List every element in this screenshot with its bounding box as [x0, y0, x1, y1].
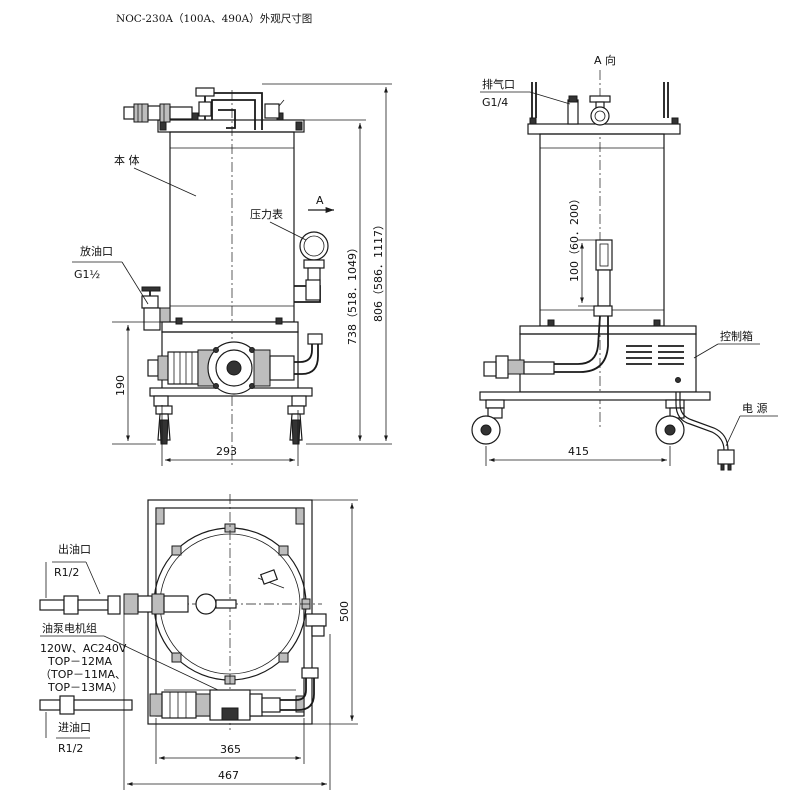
label-pressure-gauge: 压力表 — [250, 207, 283, 221]
label-power: 电 源 — [742, 401, 768, 415]
label-view-a: A 向 — [594, 53, 616, 67]
dim-height-738: 738（518．1049） — [346, 242, 359, 345]
pump-spec-line-1: 120W、AC240V — [40, 642, 127, 655]
dim-front-width: 293 — [216, 445, 237, 458]
front-caster-left — [155, 405, 173, 445]
dim-height-806: 806（586．1117） — [372, 219, 385, 322]
drawing-title: NOC-230A（100A、490A）外观尺寸图 — [116, 12, 312, 25]
front-view: 本 体 压力表 A 放油口 G1½ 293 190 738（518．1049） … — [72, 83, 392, 466]
label-drain-port: 放油口 — [80, 244, 113, 258]
dim-gauge-height: 100（60．200） — [568, 193, 581, 282]
dim-outer-width: 467 — [218, 769, 239, 782]
label-vent-port: 排气口 — [482, 77, 515, 91]
side-top-plate — [527, 123, 681, 135]
dim-depth: 500 — [338, 601, 351, 622]
dim-inner-width: 365 — [220, 743, 241, 756]
label-view-direction: A — [316, 194, 324, 207]
side-wheel-right — [655, 407, 685, 445]
label-outlet-thread: R1/2 — [54, 566, 79, 579]
side-view: A 向 — [471, 53, 778, 471]
pump-spec-line-2: TOP－12MA — [47, 655, 112, 668]
dim-side-width: 415 — [568, 445, 589, 458]
top-view: 出油口 R1/2 油泵电机组 120W、AC240V TOP－12MA （TOP… — [39, 494, 358, 790]
front-caster-right — [287, 405, 305, 445]
label-pump-group: 油泵电机组 — [42, 621, 97, 635]
label-control-box: 控制箱 — [720, 329, 753, 343]
top-plate — [157, 119, 305, 133]
label-inlet-thread: R1/2 — [58, 742, 83, 755]
label-inlet-port: 进油口 — [58, 720, 91, 734]
label-vent-thread: G1/4 — [482, 96, 508, 109]
label-body: 本 体 — [114, 153, 140, 167]
label-drain-thread: G1½ — [74, 268, 100, 281]
label-outlet-port: 出油口 — [58, 542, 91, 556]
dim-base-height: 190 — [114, 375, 127, 396]
side-wheel-left — [471, 407, 503, 445]
pump-spec-line-3: （TOP－11MA、 — [40, 668, 126, 681]
pump-spec-line-4: TOP－13MA） — [47, 681, 123, 694]
